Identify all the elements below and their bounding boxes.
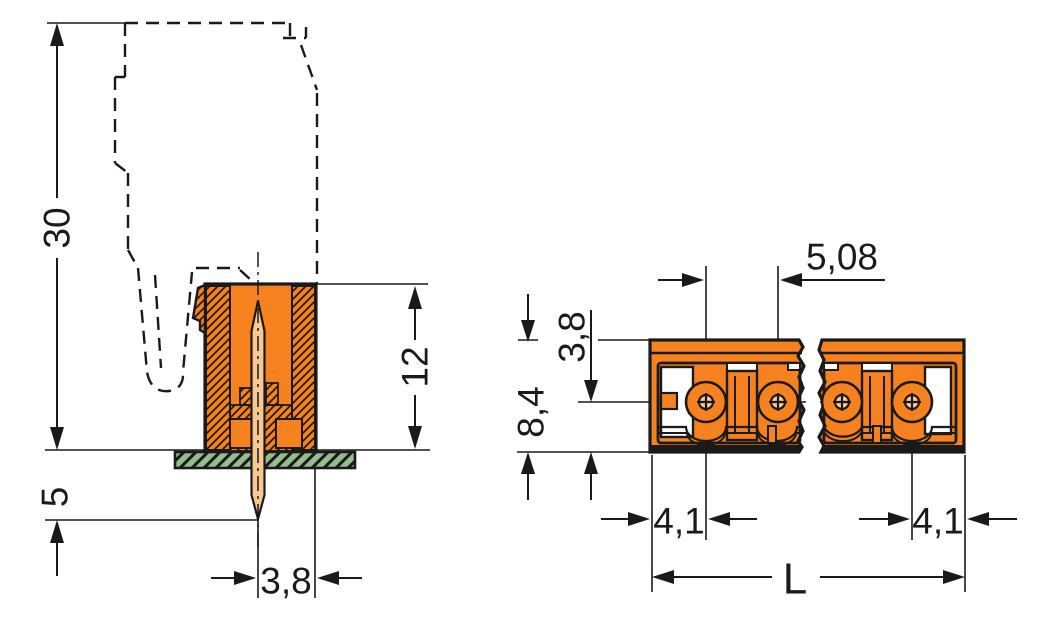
center-rib	[872, 425, 882, 444]
dimension-30	[50, 23, 64, 450]
arrowhead-up	[408, 286, 422, 309]
arrowhead-left	[708, 512, 730, 526]
side-view: 30 5 12 3,8	[35, 21, 436, 602]
pin-tip-cross	[833, 393, 921, 411]
arrowhead-right	[234, 571, 256, 585]
dimension-3-8-front	[584, 310, 598, 500]
arrowhead-up	[521, 452, 535, 474]
interior-block-left	[229, 418, 253, 449]
front-body-right-segment	[817, 338, 966, 454]
arrowhead-down	[408, 426, 422, 449]
arrowhead-left	[967, 512, 989, 526]
arrowhead-right	[682, 273, 704, 287]
arrowhead-right	[943, 570, 965, 584]
mating-plug-outline	[113, 21, 319, 393]
dimension-12	[408, 286, 422, 449]
dim-12-label: 12	[395, 346, 436, 387]
top-slit	[861, 362, 893, 372]
arrowhead-up	[584, 452, 598, 474]
arrowhead-down	[50, 427, 64, 450]
keying-tab	[659, 391, 679, 411]
arrowhead-up	[50, 520, 64, 543]
dimension-5	[50, 520, 64, 576]
dimension-5-08	[658, 273, 885, 287]
dim-3-8-side-label: 3,8	[260, 561, 311, 602]
top-slit	[823, 362, 839, 371]
dimension-8-4	[521, 294, 535, 500]
top-slit	[726, 362, 758, 372]
arrowhead-right	[628, 512, 650, 526]
dim-4-1-right-label: 4,1	[912, 501, 963, 542]
dim-8-4-label: 8,4	[511, 386, 552, 437]
plug-left-edge	[113, 23, 140, 269]
dimension-4-1-right	[859, 512, 1017, 526]
dimension-3-8-side	[211, 571, 362, 585]
pin-tip-cross	[697, 393, 787, 411]
dim-5-label: 5	[35, 487, 76, 508]
dimension-4-1-left	[601, 512, 757, 526]
interior-block-right	[275, 418, 303, 449]
dim-3-8-front-label: 3,8	[552, 311, 593, 362]
center-rib	[767, 425, 777, 444]
front-body-left-segment	[648, 338, 806, 454]
plug-lever-inner-line	[153, 274, 163, 369]
dim-L-label: L	[783, 555, 807, 604]
arrowhead-down	[521, 320, 535, 342]
arrowhead-down	[584, 380, 598, 402]
dimension-L	[652, 570, 965, 584]
plug-bottom-skirt	[196, 266, 253, 282]
arrowhead-up	[50, 23, 64, 46]
dim-4-1-left-label: 4,1	[653, 501, 704, 542]
arrowhead-right	[888, 512, 910, 526]
scallop-line	[823, 425, 956, 443]
arrowhead-left	[317, 571, 339, 585]
scallop-line-inner	[824, 432, 956, 446]
front-view: 5,08 8,4 3,8 4,1	[511, 237, 1017, 604]
dim-5-08-label: 5,08	[806, 237, 878, 278]
dim-30-label: 30	[37, 207, 78, 248]
left-wall-hatch	[205, 285, 231, 451]
scallop-line-inner	[659, 432, 800, 446]
divider-post	[725, 369, 759, 442]
scallop-line	[659, 425, 800, 443]
right-wall-hatch	[291, 285, 316, 451]
plug-top-hook	[283, 23, 319, 91]
arrowhead-left	[652, 570, 674, 584]
arrowhead-left	[780, 273, 802, 287]
plug-release-lever	[136, 267, 194, 393]
top-slit	[787, 362, 801, 371]
housing-flange	[191, 283, 207, 336]
